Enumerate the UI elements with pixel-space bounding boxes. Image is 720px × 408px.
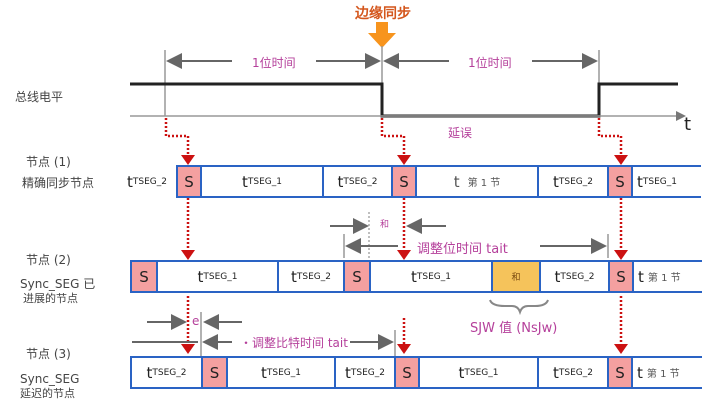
sync-arrowhead-icon xyxy=(397,344,411,354)
sync-arrow xyxy=(164,118,190,158)
sync-arrowhead-icon xyxy=(614,344,628,354)
segment-sync: S xyxy=(607,356,633,389)
edge-marker-icon xyxy=(368,22,396,48)
node3-desc: Sync_SEG xyxy=(20,372,80,386)
segment-sjw: 和 xyxy=(491,260,541,293)
segment-sync: S xyxy=(201,356,228,389)
bus-level-label: 总线电平 xyxy=(15,90,64,104)
node3-name: 节点 (3) xyxy=(26,347,71,361)
sync-arrow xyxy=(597,118,623,158)
segment-sync: S xyxy=(130,260,158,293)
delay-label: 延误 xyxy=(448,126,473,140)
bus-waveform xyxy=(130,82,678,118)
sync-arrowhead-icon xyxy=(614,155,628,165)
segment-sync: S xyxy=(607,165,633,198)
sync-arrowhead-icon xyxy=(181,155,195,165)
sync-arrowhead-icon xyxy=(181,344,195,354)
node2-desc-2: 进展的节点 xyxy=(23,292,78,305)
time-axis-label: t xyxy=(684,114,692,135)
sync-arrowhead-icon xyxy=(181,250,195,260)
segment-sync: S xyxy=(176,165,202,198)
sjw-label: SJW 值 (NsJw) xyxy=(470,321,558,336)
node2-phase-error-label: 和 xyxy=(380,220,390,230)
node3-desc-2: 延迟的节点 xyxy=(20,387,75,400)
bit-time-label: 1位时间 xyxy=(468,56,512,70)
time-axis-arrow-icon xyxy=(676,111,686,121)
node3-phase-error-label: e xyxy=(192,314,200,328)
sync-arrowhead-icon xyxy=(397,155,411,165)
bit-time-label: 1位时间 xyxy=(252,56,296,70)
sync-arrowhead-icon xyxy=(397,250,411,260)
sync-arrow xyxy=(380,118,406,158)
sync-arrowhead-icon xyxy=(614,250,628,260)
segment-sync: S xyxy=(394,356,420,389)
segment-sync: S xyxy=(391,165,417,198)
segment-sync: S xyxy=(343,260,371,293)
node1-desc: 精确同步节点 xyxy=(22,176,95,190)
node2-name: 节点 (2) xyxy=(26,253,71,267)
node2-desc: Sync_SEG 已 xyxy=(20,277,96,291)
node1-name: 节点 (1) xyxy=(26,155,71,169)
node2-adjust-label: 调整位时间 tait xyxy=(417,242,508,257)
sjw-brace xyxy=(489,299,549,316)
node3-adjust-label: ・调整比特时间 tait xyxy=(240,336,348,350)
segment-sync: S xyxy=(608,260,634,293)
diagram-title: 边缘同步 xyxy=(355,6,411,22)
